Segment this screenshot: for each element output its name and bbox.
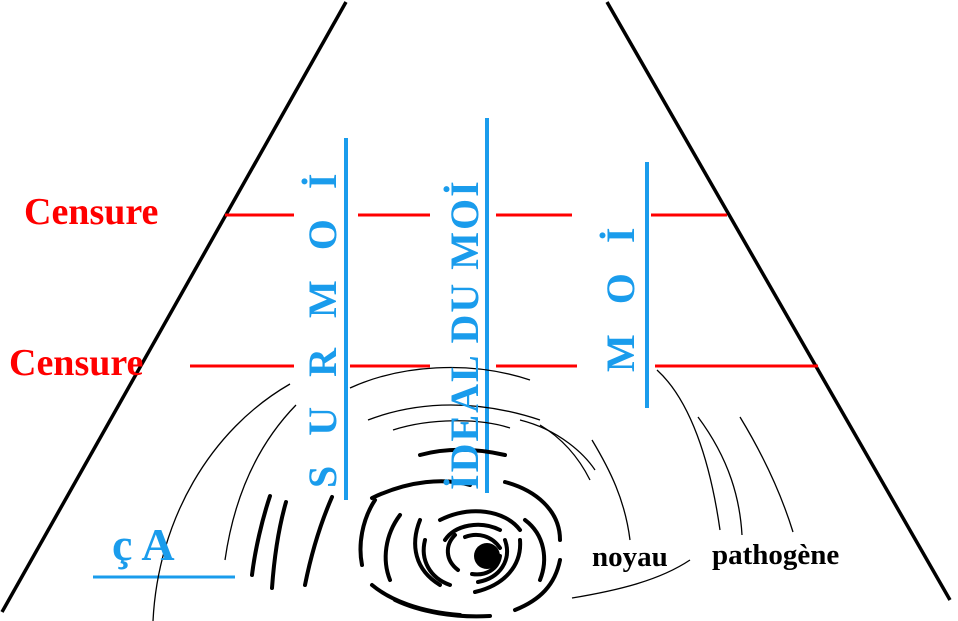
- moi-label: M O İ: [598, 218, 643, 372]
- left-wall-line: [0, 1, 348, 613]
- pathogenic-kernel-dot: [474, 543, 500, 569]
- surmoi-label: S U R M O İ: [300, 164, 345, 488]
- right-wall-line: [605, 1, 952, 601]
- id-outer-strokes: [152, 366, 794, 621]
- pathogene-label: pathogène: [712, 539, 839, 571]
- ca-label: ç A: [112, 519, 175, 570]
- censure-label-bottom: Censure: [9, 342, 143, 384]
- noyau-label: noyau: [592, 541, 668, 573]
- id-whorl-strokes: [250, 447, 562, 619]
- censure-label-top: Censure: [24, 191, 158, 233]
- ideal-du-moi-label: İDEAL DU MOİ: [442, 179, 487, 490]
